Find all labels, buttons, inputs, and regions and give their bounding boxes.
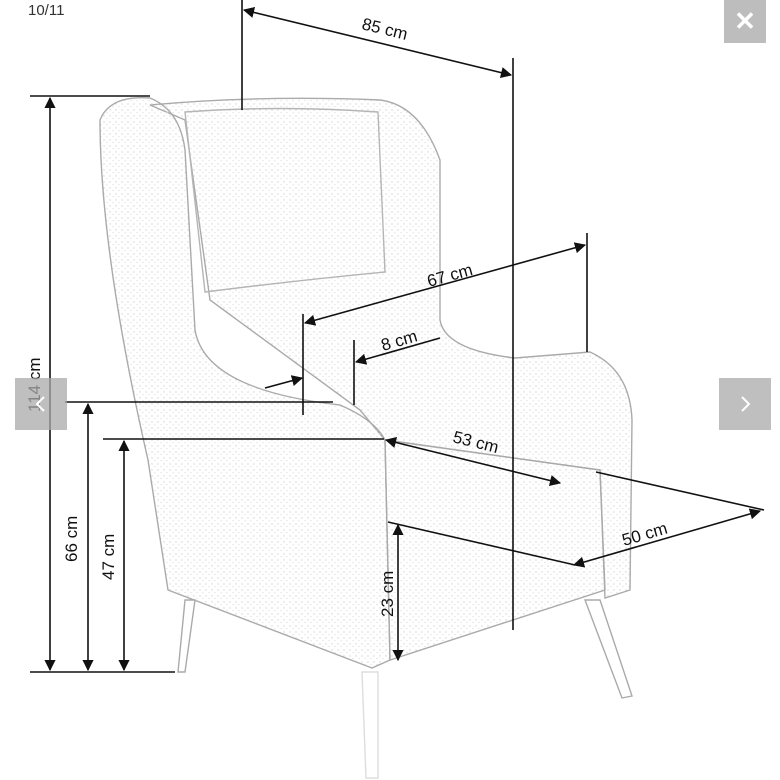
chevron-right-icon (741, 396, 751, 412)
previous-image-button[interactable] (15, 378, 67, 430)
image-counter: 10/11 (28, 2, 65, 19)
label-leg-height: 23 cm (378, 571, 397, 617)
chevron-left-icon (35, 396, 45, 412)
label-seat-height: 47 cm (99, 534, 118, 580)
close-icon: ✕ (734, 6, 756, 36)
next-image-button[interactable] (719, 378, 771, 430)
close-button[interactable]: ✕ (724, 0, 766, 43)
label-armrest-height: 66 cm (62, 516, 81, 562)
armchair-sketch (99, 96, 633, 779)
